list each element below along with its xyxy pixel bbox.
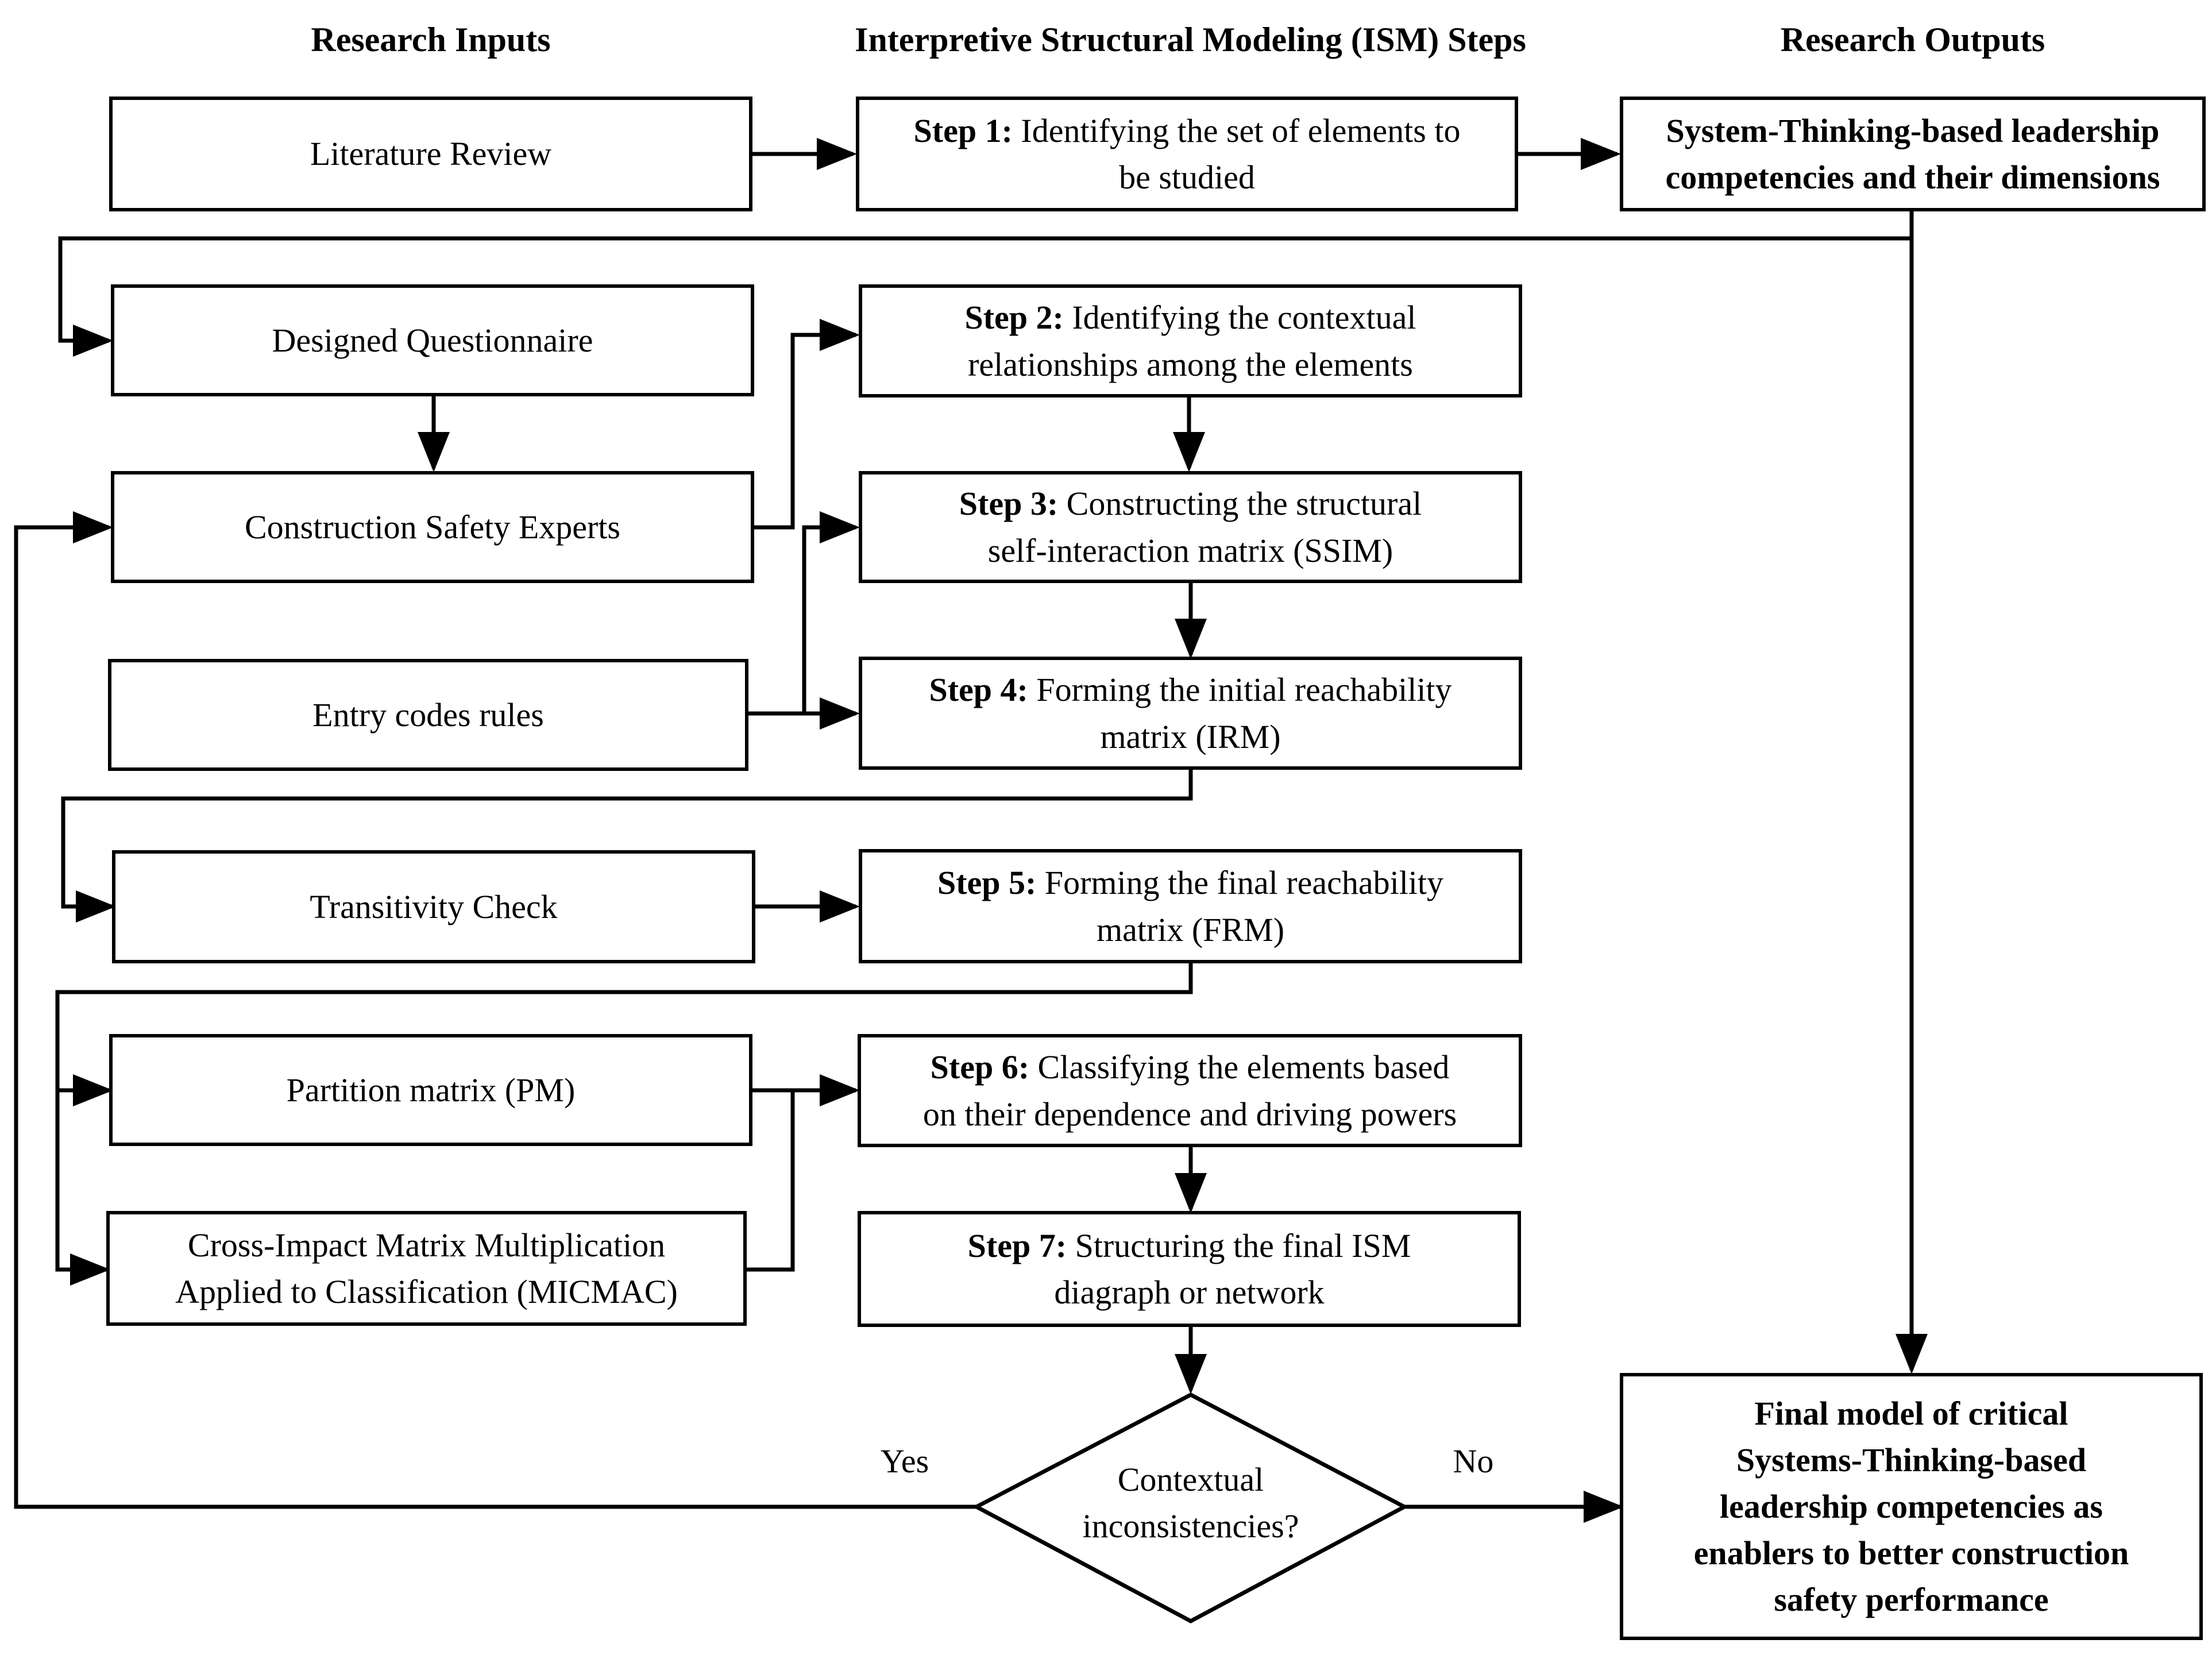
step-4-line-1: Forming the initial reachability <box>1036 671 1452 709</box>
input-literature-review: Literature Review <box>109 97 752 211</box>
input-partition-matrix: Partition matrix (PM) <box>109 1034 752 1146</box>
step-5-box: Step 5: Forming the final reachability m… <box>859 849 1522 963</box>
decision-no-label: No <box>1453 1442 1494 1480</box>
step-7-line-1: Structuring the final ISM <box>1075 1226 1411 1264</box>
step-6-label: Step 6: <box>930 1048 1030 1086</box>
output-final-model-line-4: enablers to better construction <box>1693 1534 2129 1572</box>
step-4-box: Step 4: Forming the initial reachability… <box>859 657 1522 770</box>
step-7-label: Step 7: <box>967 1226 1067 1264</box>
decision-line-1: Contextual <box>1117 1461 1264 1498</box>
step-1-line-1: Identifying the set of elements to <box>1021 111 1461 149</box>
step-1-box: Step 1: Identifying the set of elements … <box>856 97 1518 211</box>
output-competencies: System-Thinking-based leadership compete… <box>1620 97 2206 211</box>
step-6-box: Step 6: Classifying the elements based o… <box>858 1034 1522 1147</box>
input-micmac-line-1: Cross-Impact Matrix Multiplication <box>187 1226 666 1264</box>
input-designed-questionnaire: Designed Questionnaire <box>111 284 754 396</box>
arrow-experts-to-step2 <box>754 319 860 530</box>
step-5-line-1: Forming the final reachability <box>1044 864 1444 902</box>
step-5-label: Step 5: <box>937 864 1037 902</box>
step-6-line-2: on their dependence and driving powers <box>922 1095 1457 1133</box>
decision-text: Contextual inconsistencies? <box>1034 1456 1348 1549</box>
step-3-box: Step 3: Constructing the structural self… <box>859 471 1522 583</box>
arrow-micmac-to-step6 <box>747 1090 795 1272</box>
output-final-model-line-5: safety performance <box>1774 1581 2049 1619</box>
step-2-box: Step 2: Identifying the contextual relat… <box>859 284 1522 398</box>
decision-diamond <box>972 1392 1409 1623</box>
output-final-model-line-3: leadership competencies as <box>1720 1487 2103 1525</box>
step-2-label: Step 2: <box>964 299 1064 337</box>
output-final-model-line-1: Final model of critical <box>1754 1394 2068 1432</box>
output-final-model: Final model of critical Systems-Thinking… <box>1620 1373 2203 1640</box>
input-micmac: Cross-Impact Matrix Multiplication Appli… <box>106 1211 747 1326</box>
step-1-line-2: be studied <box>1119 159 1255 196</box>
header-research-outputs: Research Outputs <box>1780 21 2045 59</box>
step-3-line-1: Constructing the structural <box>1066 485 1422 523</box>
step-1-label: Step 1: <box>913 111 1013 149</box>
input-entry-codes-rules-text: Entry codes rules <box>312 696 544 734</box>
step-3-line-2: self-interaction matrix (SSIM) <box>987 531 1393 569</box>
output-competencies-line-2: competencies and their dimensions <box>1665 159 2160 196</box>
arrow-entry-codes-to-step3 <box>802 511 860 713</box>
step-3-label: Step 3: <box>959 485 1059 523</box>
input-transitivity-check-text: Transitivity Check <box>310 888 558 925</box>
input-transitivity-check: Transitivity Check <box>112 850 755 963</box>
step-4-label: Step 4: <box>929 671 1028 709</box>
input-construction-safety-experts: Construction Safety Experts <box>111 471 754 583</box>
decision-line-2: inconsistencies? <box>1082 1507 1299 1545</box>
arrow-step5-to-partition <box>55 963 1193 1106</box>
step-7-box: Step 7: Structuring the final ISM diagra… <box>858 1211 1521 1327</box>
arrow-step4-to-transitivity <box>61 770 1193 923</box>
arrow-step5-to-micmac <box>55 1090 110 1286</box>
step-5-line-2: matrix (FRM) <box>1096 911 1285 948</box>
step-2-line-1: Identifying the contextual <box>1072 299 1416 337</box>
input-entry-codes-rules: Entry codes rules <box>108 659 748 771</box>
input-micmac-line-2: Applied to Classification (MICMAC) <box>175 1273 678 1310</box>
output-final-model-line-2: Systems-Thinking-based <box>1736 1441 2087 1479</box>
step-2-line-2: relationships among the elements <box>968 345 1413 383</box>
output-competencies-line-1: System-Thinking-based leadership <box>1666 111 2160 149</box>
header-research-inputs: Research Inputs <box>311 21 551 59</box>
arrow-competencies-to-questionnaire <box>58 236 1912 357</box>
step-7-line-2: diagraph or network <box>1054 1274 1325 1311</box>
step-6-line-1: Classifying the elements based <box>1037 1048 1450 1086</box>
input-literature-review-text: Literature Review <box>310 135 552 173</box>
header-ism-steps: Interpretive Structural Modeling (ISM) S… <box>855 21 1526 59</box>
arrow-decision-yes-to-experts <box>14 511 976 1509</box>
input-partition-matrix-text: Partition matrix (PM) <box>286 1071 576 1109</box>
step-4-line-2: matrix (IRM) <box>1100 717 1281 755</box>
input-designed-questionnaire-text: Designed Questionnaire <box>272 321 593 359</box>
decision-yes-label: Yes <box>880 1442 929 1480</box>
input-construction-safety-experts-text: Construction Safety Experts <box>244 508 620 546</box>
